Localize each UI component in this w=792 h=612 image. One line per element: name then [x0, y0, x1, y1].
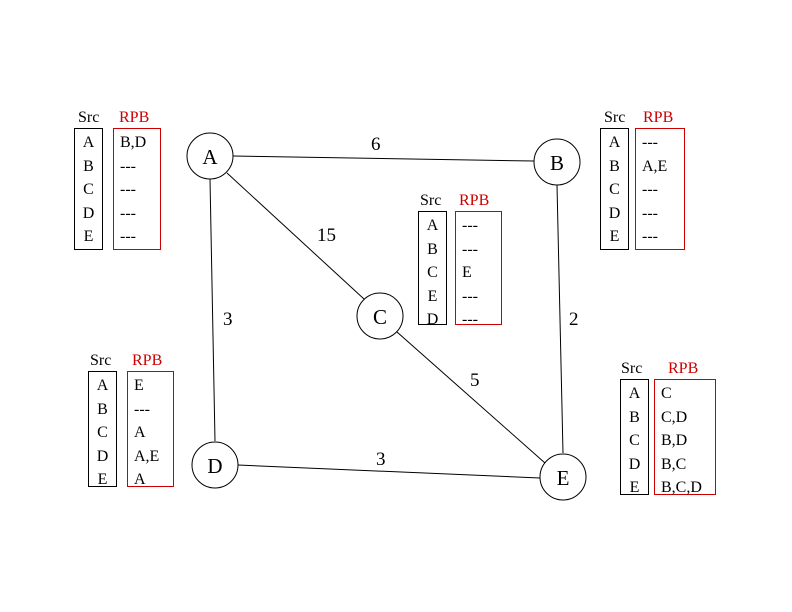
src-header: Src	[621, 360, 643, 377]
weight-d-e: 3	[376, 449, 386, 470]
weight-c-e: 5	[470, 370, 480, 391]
rpb-cell: ---	[120, 204, 136, 222]
rpb-cell: ---	[642, 204, 658, 222]
src-cell: A	[96, 377, 109, 394]
rpb-cell: ---	[462, 217, 478, 234]
rpb-cell: ---	[120, 181, 136, 198]
src-cell: E	[609, 228, 620, 245]
rpb-cell: ---	[642, 228, 658, 245]
src-column: A B C D E	[88, 371, 117, 488]
node-a-label: A	[202, 145, 218, 169]
rpb-column: --- A,E --- --- ---	[635, 128, 685, 250]
rpb-column: C C,D B,D B,C B,C,D	[654, 379, 716, 496]
node-c: C	[356, 292, 404, 340]
rpb-cell: ---	[462, 240, 478, 258]
src-cell: B	[427, 240, 438, 258]
node-d-label: D	[207, 454, 222, 478]
node-b-label: B	[550, 151, 564, 175]
src-cell: E	[427, 287, 438, 305]
edge-c-e	[396, 331, 546, 464]
edge-a-c	[226, 172, 365, 300]
src-cell: A	[82, 134, 95, 151]
node-e-label: E	[557, 466, 570, 490]
src-cell: C	[427, 264, 438, 281]
rpb-cell: ---	[462, 287, 478, 305]
rpb-header: RPB	[643, 109, 674, 126]
src-cell: D	[96, 447, 109, 465]
src-cell: D	[628, 455, 641, 473]
src-cell: E	[83, 228, 94, 245]
rpb-cell: B,C,D	[661, 479, 702, 496]
rpb-cell: B,C	[661, 455, 687, 473]
src-column: A B C D E	[620, 379, 649, 496]
rpb-cell: C,D	[661, 408, 688, 426]
rpb-cell: C	[661, 385, 672, 402]
src-header: Src	[78, 109, 100, 126]
src-cell: D	[82, 204, 95, 222]
rpb-cell: B,D	[120, 134, 147, 151]
src-cell: A	[608, 134, 621, 151]
src-cell: C	[97, 424, 108, 441]
rpb-cell: ---	[642, 181, 658, 198]
src-cell: C	[83, 181, 94, 198]
node-c-label: C	[373, 305, 387, 329]
src-cell: B	[97, 400, 108, 418]
rpb-cell: B,D	[661, 432, 688, 449]
src-cell: E	[97, 471, 108, 488]
rpb-cell: A	[134, 424, 146, 441]
src-cell: D	[426, 311, 439, 328]
src-column: A B C D E	[74, 128, 103, 250]
src-cell: A	[628, 385, 641, 402]
src-cell: B	[83, 157, 94, 175]
src-header: Src	[420, 192, 442, 209]
rpb-cell: ---	[120, 228, 136, 245]
src-cell: C	[609, 181, 620, 198]
node-b: B	[533, 138, 581, 186]
src-cell: B	[609, 157, 620, 175]
rpb-header: RPB	[668, 360, 699, 377]
node-d: D	[191, 441, 239, 489]
rpb-cell: ---	[462, 311, 478, 328]
rpb-cell: A,E	[642, 157, 668, 175]
rpb-cell: A	[134, 471, 146, 488]
src-column: A B C E D	[418, 211, 447, 328]
rpb-cell: E	[462, 264, 472, 281]
src-header: Src	[604, 109, 626, 126]
edge-a-b	[232, 155, 535, 162]
src-cell: A	[426, 217, 439, 234]
weight-b-e: 2	[569, 309, 579, 330]
src-cell: B	[629, 408, 640, 426]
rpb-cell: E	[134, 377, 144, 394]
src-cell: D	[608, 204, 621, 222]
rpb-cell: ---	[120, 157, 136, 175]
rpb-header: RPB	[132, 352, 163, 369]
node-e: E	[539, 453, 587, 501]
weight-a-c: 15	[317, 225, 336, 246]
src-column: A B C D E	[600, 128, 629, 250]
rpb-header: RPB	[459, 192, 490, 209]
edge-a-d	[209, 178, 216, 442]
node-a: A	[186, 132, 234, 180]
rpb-cell: ---	[134, 400, 150, 418]
edge-b-e	[556, 184, 564, 454]
rpb-cell: A,E	[134, 447, 160, 465]
rpb-cell: ---	[642, 134, 658, 151]
src-header: Src	[90, 352, 112, 369]
rpb-header: RPB	[119, 109, 150, 126]
src-cell: E	[629, 479, 640, 496]
rpb-column: E --- A A,E A	[127, 371, 174, 488]
weight-a-b: 6	[371, 134, 381, 155]
edge-d-e	[237, 464, 541, 479]
src-cell: C	[629, 432, 640, 449]
rpb-column: --- --- E --- ---	[455, 211, 502, 328]
rpb-column: B,D --- --- --- ---	[113, 128, 161, 250]
weight-a-d: 3	[223, 309, 233, 330]
